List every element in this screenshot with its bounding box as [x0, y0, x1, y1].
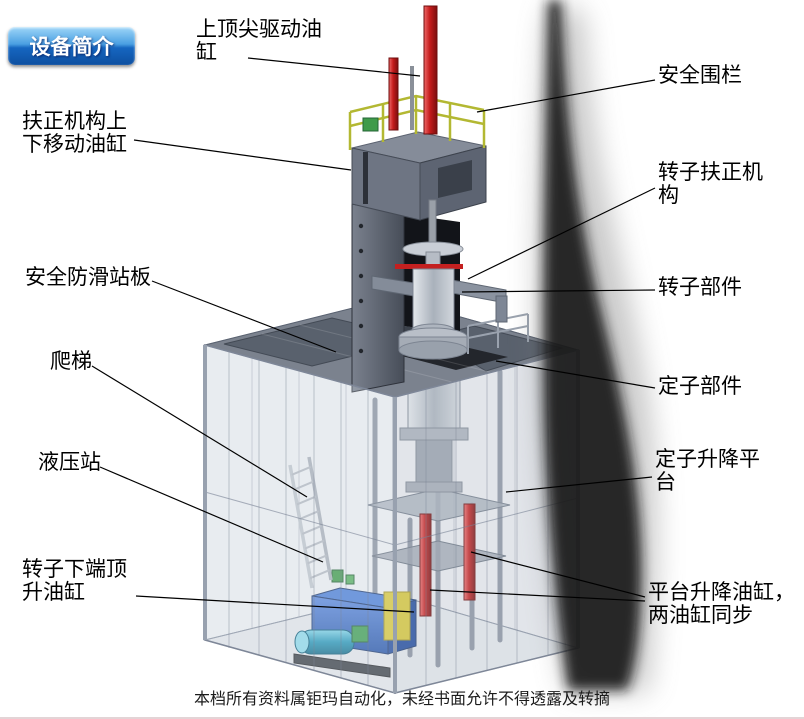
label-rotor-bottom-jack-cylinder: 转子下端顶升油缸: [22, 557, 127, 604]
footer-watermark: 本档所有资料属钜玛自动化，未经书面允许不得透露及转摘: [193, 689, 610, 708]
title-badge: 设备简介: [8, 27, 135, 65]
leader-ladder: [91, 365, 308, 498]
leader-centering-cylinder: [133, 139, 352, 171]
label-centering-move-cylinder: 扶正机构上下移动油缸: [22, 109, 127, 156]
smoke-shadow: [536, 0, 657, 692]
top-drive-cylinder-shapes: [388, 5, 438, 135]
leader-lines: [91, 57, 656, 613]
leader-platform-cylinder-2: [429, 589, 646, 602]
leader-hydraulic-station: [99, 466, 324, 563]
label-top-drive-cylinder: 上顶尖驱动油缸: [196, 17, 322, 64]
label-hydraulic-station: 液压站: [38, 450, 101, 474]
rotor-assembly: [371, 199, 508, 360]
leader-safety-fence: [476, 79, 656, 113]
label-rotor-part: 转子部件: [658, 275, 742, 299]
label-stator-lift-platform: 定子升降平台: [655, 447, 760, 494]
label-platform-lift-cylinders: 平台升降油缸，两油缸同步: [648, 580, 795, 627]
label-ladder: 爬梯: [50, 349, 92, 373]
leader-stator-platform: [505, 476, 653, 493]
ladder-shapes: [288, 456, 333, 589]
leader-platform-cylinder-1: [470, 551, 646, 598]
hydraulic-station-shapes: [293, 569, 417, 678]
leader-top-drive-cylinder: [247, 57, 421, 77]
leader-rotor-centering: [467, 187, 656, 280]
label-rotor-centering-mechanism: 转子扶正机构: [658, 160, 763, 207]
label-stator-part: 定子部件: [658, 374, 742, 398]
leader-antislip-board: [151, 280, 337, 353]
leader-lower-jack-cylinder: [135, 595, 415, 613]
cage-frame-front: [203, 344, 580, 694]
label-safety-fence: 安全围栏: [658, 63, 742, 87]
leader-rotor-part: [461, 289, 656, 293]
platform-lift-cylinders-shapes: [419, 503, 476, 617]
green-block: [362, 117, 379, 132]
bottom-edge-line: [0, 717, 804, 719]
label-antislip-board: 安全防滑站板: [25, 265, 151, 289]
leader-stator-part: [495, 360, 656, 389]
lift-frame-beams: [367, 488, 511, 572]
